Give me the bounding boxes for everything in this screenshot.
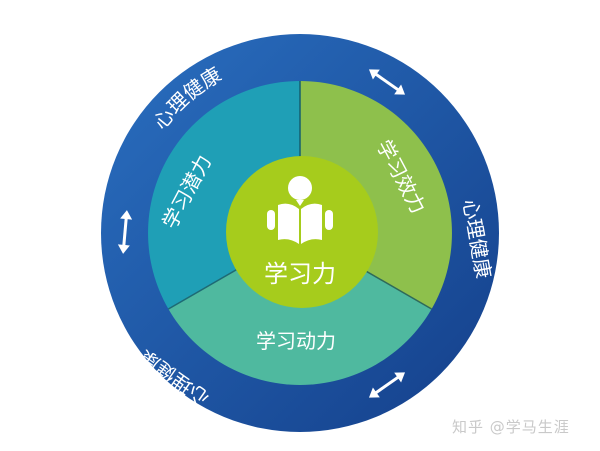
center-label: 学习力 xyxy=(264,260,336,288)
segment-label-motivation: 学习动力 xyxy=(256,329,336,353)
reading-person-icon xyxy=(267,176,333,244)
segment-bottom xyxy=(168,233,432,385)
watermark: 知乎 @学马生涯 xyxy=(452,418,570,436)
double-arrow-icon xyxy=(368,372,406,398)
double-arrow-icon xyxy=(117,210,133,254)
double-arrow-icon xyxy=(368,69,406,95)
